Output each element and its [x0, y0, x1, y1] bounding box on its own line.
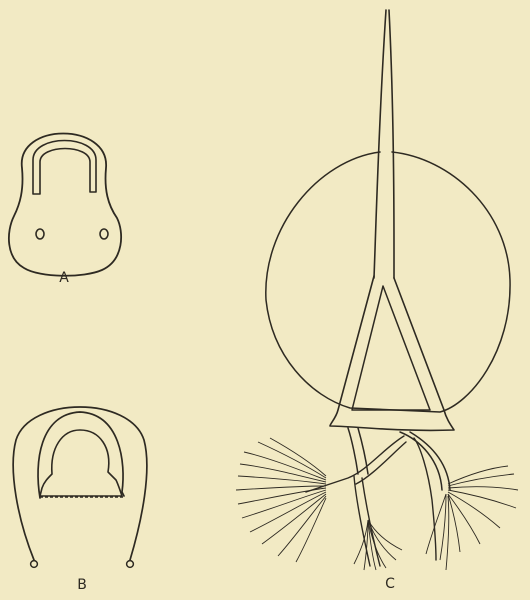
- panel-c-spine-right: [389, 10, 394, 278]
- panel-b-drawing: [13, 407, 147, 567]
- panel-c-center-tuft: [354, 520, 402, 570]
- panel-label-a: A: [59, 270, 69, 286]
- panel-label-b: B: [77, 577, 87, 593]
- panel-a-arch: [33, 141, 96, 195]
- panel-c-right-tuft: [426, 466, 518, 570]
- panel-c-left-tuft: [236, 438, 326, 562]
- panel-c-frame-inner: [352, 286, 430, 410]
- panel-c-spine-left: [374, 10, 386, 278]
- panel-b-right-knob: [127, 561, 134, 568]
- panel-c-center-stalk: [354, 476, 380, 566]
- panel-a-left-eye: [36, 229, 44, 239]
- panel-c-right-stalk: [414, 438, 436, 560]
- panel-a-right-eye: [100, 229, 108, 239]
- panel-b-left-knob: [31, 561, 38, 568]
- panel-b-inner-arc: [38, 412, 124, 498]
- panel-b-inner-shape: [40, 430, 122, 496]
- panel-a-outline: [9, 134, 121, 276]
- panel-c-drawing: [236, 10, 518, 570]
- panel-label-c: C: [385, 576, 395, 592]
- panel-a-drawing: [9, 134, 121, 276]
- panel-c-body: [266, 152, 510, 412]
- panel-c-right-limb: [400, 432, 450, 490]
